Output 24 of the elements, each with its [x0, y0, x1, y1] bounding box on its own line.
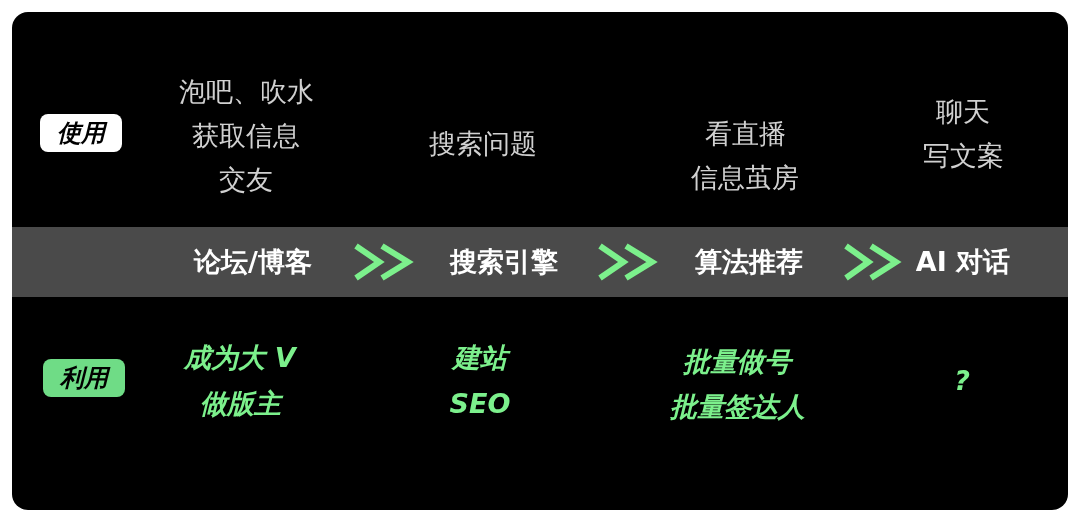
row-tag: 使用 [40, 114, 122, 152]
row-tag: 利用 [43, 359, 125, 397]
chevron-arrow [597, 243, 658, 281]
stage-label: 算法推荐 [652, 227, 846, 297]
exploit-text: 批量做号 [607, 345, 867, 379]
stage-label: 搜索引擎 [408, 227, 600, 297]
use-text: 泡吧、吹水 [177, 75, 315, 109]
chevron-arrow [843, 243, 902, 281]
use-text: 搜索问题 [428, 127, 538, 161]
exploit-text: 做版主 [198, 387, 284, 421]
stage-label: AI 对话 [896, 227, 1030, 297]
exploit-text: 建站 [350, 341, 610, 375]
use-text: 交友 [218, 163, 274, 197]
exploit-text: ? [953, 364, 971, 398]
use-text: 写文案 [921, 139, 1005, 173]
exploit-text: 批量签达人 [668, 390, 806, 424]
exploit-text: SEO [448, 387, 512, 421]
use-text: 信息茧房 [690, 161, 800, 195]
chevron-arrow [353, 243, 414, 281]
use-text: 看直播 [703, 117, 787, 151]
use-text: 聊天 [935, 95, 991, 129]
stage-label: 论坛/博客 [150, 227, 356, 297]
exploit-text: 成为大 V [182, 341, 298, 375]
use-text: 获取信息 [191, 119, 301, 153]
